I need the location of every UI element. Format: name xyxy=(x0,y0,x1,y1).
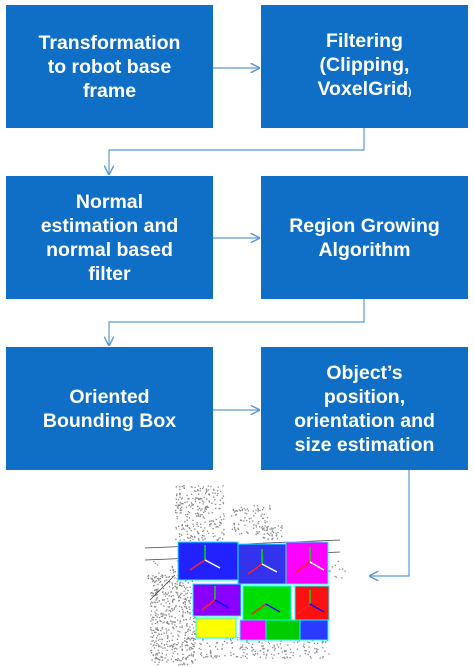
segmented-objects xyxy=(177,541,330,641)
step-normal-estimation: Normal estimation and normal based filte… xyxy=(6,176,213,299)
step-transformation: Transformation to robot base frame xyxy=(6,5,213,128)
segmented-point-cloud-image xyxy=(144,485,346,666)
arrow-region-to-obb xyxy=(109,299,365,345)
step-region-growing-label: Region Growing Algorithm xyxy=(289,214,440,261)
step-normal-estimation-label: Normal estimation and normal based filte… xyxy=(40,190,179,285)
step-region-growing: Region Growing Algorithm xyxy=(261,176,468,299)
arrow-filtering-to-normal xyxy=(109,128,365,174)
arrow-estimation-to-result xyxy=(370,470,410,576)
step-object-estimation-label: Object’s position, orientation and size … xyxy=(294,361,435,456)
step-filtering-suffix: ) xyxy=(408,86,412,98)
step-oriented-bounding-box-label: Oriented Bounding Box xyxy=(42,385,177,432)
step-object-estimation: Object’s position, orientation and size … xyxy=(261,347,468,470)
step-filtering-label: Filtering (Clipping, VoxelGrid) xyxy=(317,29,412,100)
step-oriented-bounding-box: Oriented Bounding Box xyxy=(6,347,213,470)
step-filtering: Filtering (Clipping, VoxelGrid) xyxy=(261,5,468,128)
step-transformation-label: Transformation to robot base frame xyxy=(38,31,181,102)
